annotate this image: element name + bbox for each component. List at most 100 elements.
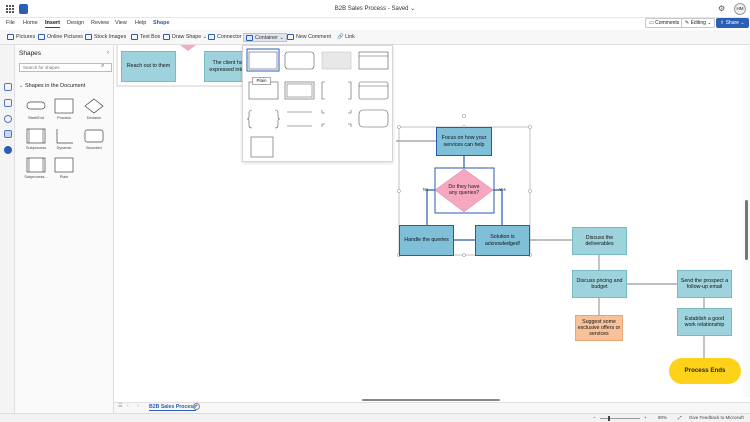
visio-logo-icon [19, 4, 28, 14]
menu-review[interactable]: Review [91, 20, 110, 26]
horizontal-scroll-thumb[interactable] [362, 399, 500, 401]
shape-work-relationship[interactable]: Establish a good work relationship [677, 308, 732, 336]
chevron-down-icon: ⌄ [410, 6, 416, 12]
connector-lines [116, 45, 705, 358]
yes-label: Yes [499, 187, 506, 192]
ribbon: Pictures Online Pictures Stock Images Te… [0, 30, 750, 45]
drawing-canvas[interactable]: Reach out to them The client has express… [114, 45, 743, 397]
save-status: Saved [391, 6, 409, 12]
online-pictures-button[interactable]: Online Pictures [38, 33, 83, 42]
menu-insert[interactable]: Insert [45, 20, 60, 28]
picture-icon [7, 33, 14, 40]
zoom-level[interactable]: 80% [658, 415, 668, 420]
panel-title: Shapes [19, 50, 42, 57]
zoom-slider-thumb[interactable] [608, 416, 610, 421]
shape-discuss-deliverables[interactable]: Discuss the deliverables [572, 227, 627, 255]
start-end-shape-icon [26, 101, 46, 110]
chevron-down-icon: ⌄ [277, 35, 284, 41]
shape-reach-out[interactable]: Reach out to them [121, 51, 176, 82]
stock-image-icon [85, 33, 92, 40]
title-bar [0, 0, 750, 18]
shapes-panel: Shapes ‹ ⌕ ⌄ Shapes in the Document Star… [15, 45, 114, 413]
network-stencil-icon[interactable] [4, 115, 12, 123]
previous-page-icon[interactable]: ‹ [127, 403, 129, 409]
shape-subprocess-2[interactable]: Subprocess... [24, 157, 48, 183]
online-picture-icon [38, 33, 45, 40]
document-title[interactable]: B2B Sales Process - Saved ⌄ [334, 6, 416, 12]
document-shapes-stencil-icon[interactable] [4, 130, 12, 138]
menu-view[interactable]: View [115, 20, 127, 26]
collapse-panel-icon[interactable]: ‹ [107, 50, 109, 56]
add-stencil-icon[interactable] [4, 146, 12, 154]
subprocess-shape-icon [26, 128, 46, 144]
document-title-text: B2B Sales Process [334, 6, 387, 12]
gear-icon[interactable]: ⚙ [718, 4, 726, 13]
shape-solution-acknowledged[interactable]: Solution is acknowledged! [475, 225, 530, 256]
shape-subprocess[interactable]: Subprocess [25, 128, 47, 154]
page-list-icon[interactable]: ☰ [118, 403, 123, 409]
container-gallery [242, 45, 393, 162]
share-button[interactable]: ⇪ Share ⌄ [716, 18, 749, 28]
new-comment-button[interactable]: New Comment [287, 33, 331, 42]
shape-dynamic[interactable]: Dynamic [53, 128, 75, 154]
menu-file[interactable]: File [6, 20, 15, 26]
basic-shapes-stencil-icon[interactable] [4, 99, 12, 107]
link-icon: 🔗 [337, 34, 346, 40]
zoom-slider[interactable] [600, 418, 640, 419]
process-shape-icon [54, 98, 74, 114]
comment-icon [287, 33, 294, 40]
connector-button[interactable]: Connector [208, 33, 241, 42]
draw-shape-button[interactable]: Draw Shape ⌄ [163, 33, 207, 42]
zoom-out-icon[interactable]: − [593, 415, 596, 420]
text-box-button[interactable]: Text Box [131, 33, 160, 42]
menu-home[interactable]: Home [23, 20, 38, 26]
search-icon[interactable]: ⌕ [101, 63, 105, 69]
shape-suggest-offers[interactable]: Suggest some exclusive offers or service… [575, 315, 623, 341]
decision-shape-icon [84, 98, 104, 114]
next-page-icon[interactable]: › [137, 403, 139, 409]
shape-process[interactable]: Process [53, 98, 75, 124]
add-page-icon[interactable]: + [193, 403, 200, 410]
subprocess-shape-icon [26, 157, 46, 173]
shape-bounded[interactable]: Bounded [83, 128, 105, 154]
stock-images-button[interactable]: Stock Images [85, 33, 126, 42]
avatar[interactable]: HM [734, 3, 746, 15]
flowchart-stencil-icon[interactable] [4, 83, 12, 91]
search-input[interactable] [19, 63, 112, 72]
zoom-in-icon[interactable]: + [644, 415, 647, 420]
shape-discuss-pricing[interactable]: Discuss pricing and budget [572, 270, 627, 298]
share-icon: ⇪ [720, 20, 726, 26]
container-button[interactable]: Container ⌄ [243, 33, 287, 42]
page-tab-b2b-sales-process[interactable]: B2B Sales Process [149, 404, 197, 411]
menu-help[interactable]: Help [135, 20, 147, 26]
menu-shape[interactable]: Shape [153, 20, 170, 26]
connector-icon [208, 33, 215, 40]
menu-design[interactable]: Design [67, 20, 85, 26]
pictures-button[interactable]: Pictures [7, 33, 35, 42]
fit-page-icon[interactable]: ⤢ [678, 415, 682, 420]
pencil-icon: ✎ [685, 20, 691, 26]
feedback-link[interactable]: Give Feedback to Microsoft [689, 415, 744, 420]
shape-plain[interactable]: Plain [53, 157, 75, 183]
comments-button[interactable]: ▭ Comments [645, 18, 684, 28]
shape-decision[interactable]: Decision [83, 98, 105, 124]
app-launcher-icon[interactable] [6, 5, 14, 13]
container-styles-grid [246, 48, 389, 158]
shape-decision-queries[interactable]: Do they have any queries? [448, 184, 480, 197]
plain-container-icon [54, 157, 74, 173]
chevron-down-icon: ⌄ [201, 34, 208, 40]
vertical-scroll-thumb[interactable] [745, 200, 748, 260]
shape-process-ends[interactable]: Process Ends [669, 358, 741, 384]
shape-handle-queries[interactable]: Handle the queries [399, 225, 454, 256]
shape-follow-up-email[interactable]: Send the prospect a follow-up email [677, 270, 732, 298]
page-tab-bar [114, 402, 750, 413]
shape-focus-services[interactable]: Focus on how your services can help [436, 127, 492, 156]
editing-mode-button[interactable]: ✎ Editing ⌄ [681, 18, 716, 28]
comment-icon: ▭ [649, 20, 656, 26]
chevron-down-icon[interactable]: ⌄ [19, 83, 24, 89]
chevron-down-icon: ⌄ [738, 20, 745, 26]
shape-start-end[interactable]: Start/End [25, 98, 47, 124]
chevron-down-icon: ⌄ [705, 20, 712, 26]
link-button[interactable]: 🔗 Link [337, 34, 355, 40]
bounded-shape-icon [84, 129, 104, 143]
